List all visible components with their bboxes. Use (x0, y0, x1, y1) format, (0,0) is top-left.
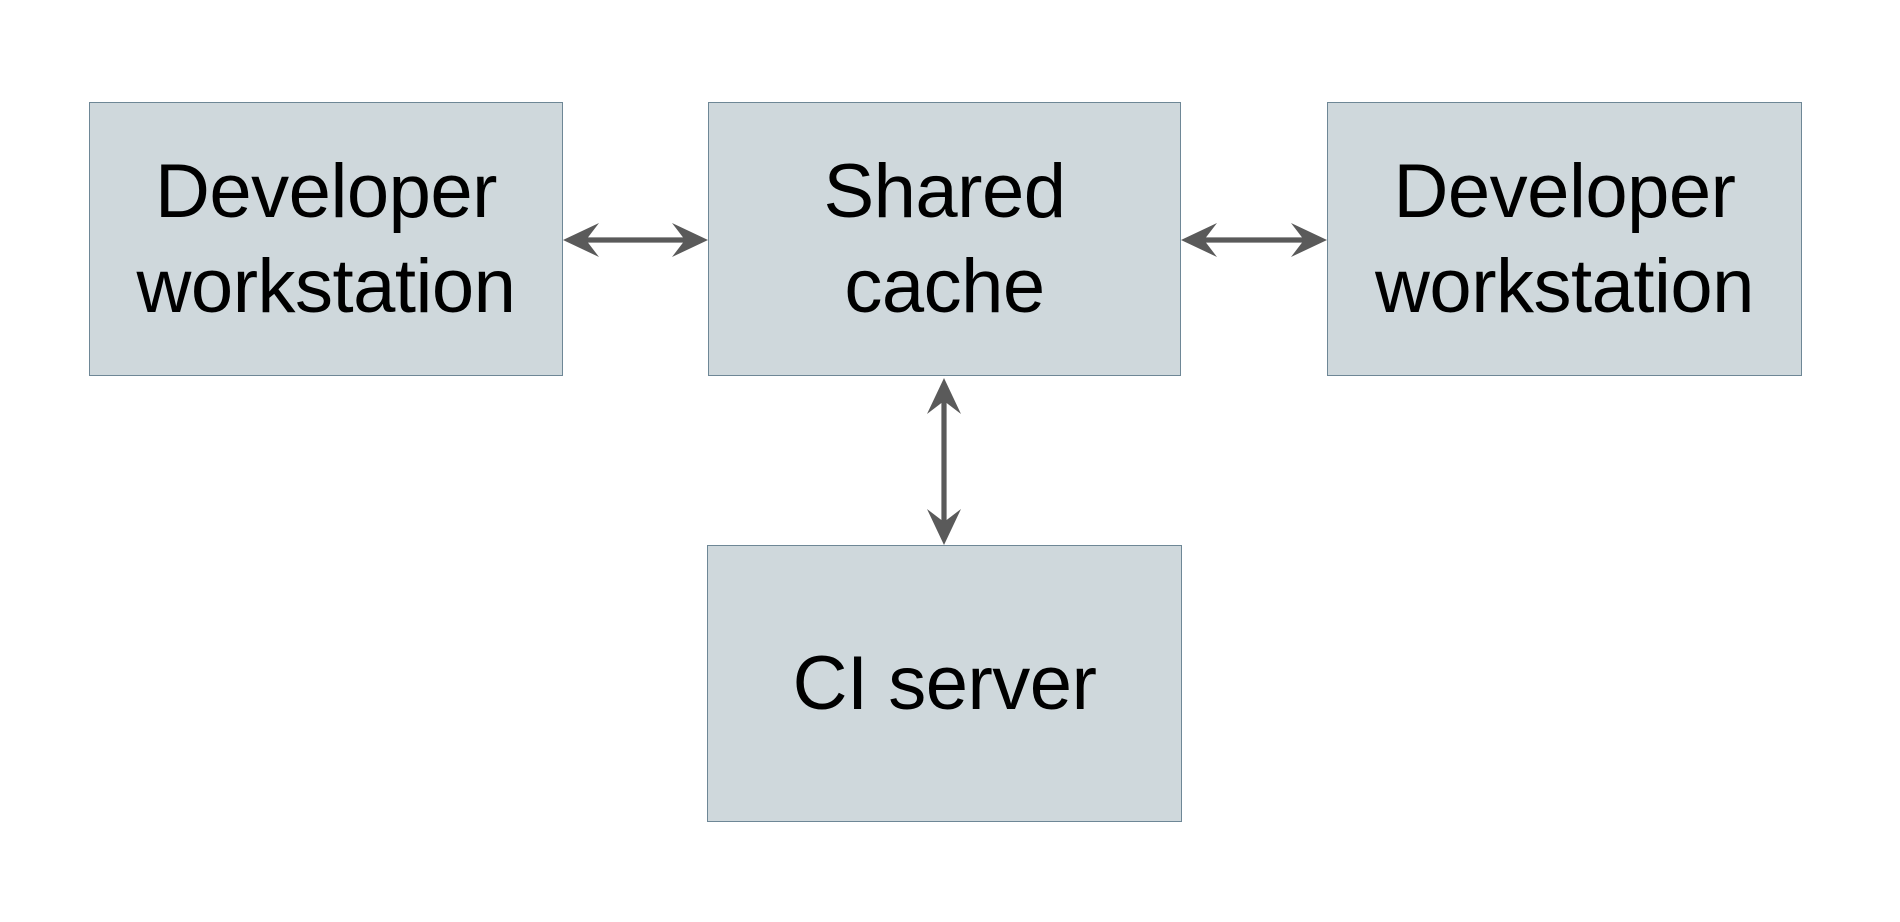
connector-cache-to-ci-server (925, 378, 963, 545)
double-arrow-horizontal-icon (563, 223, 708, 257)
node-label: Shared cache (823, 149, 1066, 329)
double-arrow-horizontal-icon (1181, 223, 1327, 257)
node-developer-workstation-right[interactable]: Developer workstation (1327, 102, 1802, 376)
connector-cache-to-right-workstation (1181, 221, 1327, 259)
node-shared-cache[interactable]: Shared cache (708, 102, 1181, 376)
node-label: Developer workstation (136, 149, 516, 329)
double-arrow-vertical-icon (927, 378, 961, 545)
node-ci-server[interactable]: CI server (707, 545, 1182, 822)
node-label: Developer workstation (1375, 149, 1754, 329)
connector-left-workstation-to-cache (563, 221, 708, 259)
node-developer-workstation-left[interactable]: Developer workstation (89, 102, 563, 376)
node-label: CI server (792, 641, 1097, 726)
